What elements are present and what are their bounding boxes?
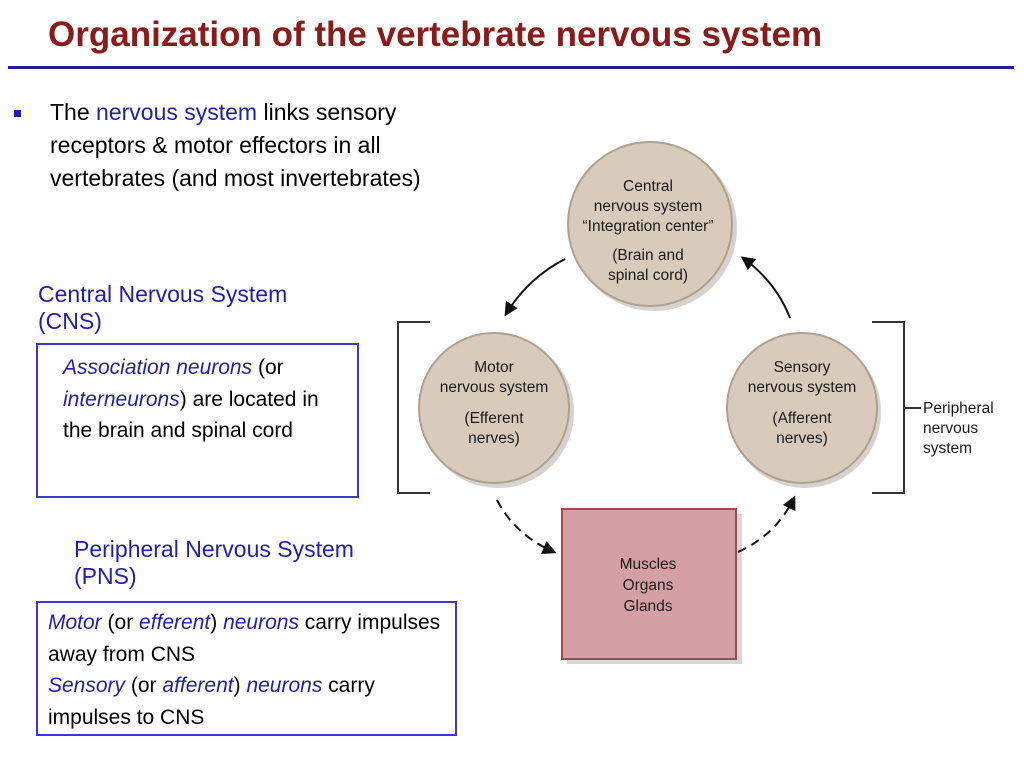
sensory-nervous-system-node [726, 332, 878, 484]
intro-bullet: The nervous system links sensory recepto… [50, 96, 450, 195]
motor-label-1: Motor [474, 359, 514, 376]
central-label-2: nervous system [594, 198, 703, 215]
central-to-motor-arrow [504, 258, 566, 317]
sensory-label-4: nerves) [776, 430, 828, 447]
pns-carry1: carry impulses away from CNS [48, 611, 441, 666]
effectors-to-sensory-arrow [737, 495, 796, 553]
page-title: Organization of the vertebrate nervous s… [48, 15, 823, 54]
cns-text1: (or [252, 356, 284, 379]
peripheral-label-1: Peripheral [923, 400, 994, 417]
pns-heading: Peripheral Nervous System (PNS) [74, 536, 354, 589]
cns-text2: ) are located in the brain and spinal co… [63, 387, 319, 443]
pns-or2: (or [125, 674, 163, 697]
cns-box: Association neurons (or interneurons) ar… [36, 343, 359, 498]
effectors-label-1: Muscles [620, 556, 677, 573]
title-divider [8, 66, 1014, 69]
motor-nervous-system-node [418, 332, 570, 484]
central-label-4: (Brain and [612, 247, 684, 264]
effectors-label-2: Organs [623, 577, 674, 594]
pns-sensory-line: Sensory (or afferent) neurons carry impu… [48, 670, 449, 733]
motor-label-3: (Efferent [464, 410, 524, 427]
effectors-box [561, 508, 737, 660]
pns-motor: Motor [48, 611, 102, 634]
pns-sensory: Sensory [48, 674, 126, 697]
pns-efferent: efferent [139, 611, 211, 634]
pns-heading-line2: (PNS) [74, 562, 137, 589]
motor-to-effectors-arrow [496, 499, 557, 554]
cns-association-neurons: Association neurons [63, 356, 253, 379]
pns-heading-line1: Peripheral Nervous System [74, 536, 354, 562]
central-label-5: spinal cord) [608, 267, 688, 284]
bullet-highlight: nervous system [96, 99, 258, 125]
pns-neurons1: neurons [223, 611, 299, 634]
bullet-marker [14, 110, 21, 117]
sensory-to-central-arrow [740, 256, 791, 319]
pns-neurons2: neurons [246, 674, 323, 697]
sensory-label-3: (Afferent [772, 410, 832, 427]
pns-close2: ) [233, 674, 247, 697]
pns-box: Motor (or efferent) neurons carry impuls… [36, 601, 457, 736]
central-label-3: “Integration center” [583, 218, 714, 235]
motor-label-2: nervous system [440, 379, 549, 396]
pns-or1: (or [101, 611, 140, 634]
sensory-label-1: Sensory [774, 359, 831, 376]
sensory-label-2: nervous system [748, 379, 857, 396]
pns-carry2: carry impulses to CNS [48, 674, 375, 729]
motor-label-4: nerves) [468, 430, 520, 447]
peripheral-label-3: system [923, 440, 972, 457]
motor-bracket [397, 321, 430, 494]
cns-heading-line2: (CNS) [38, 307, 102, 334]
cns-heading-line1: Central Nervous System [38, 281, 288, 307]
bullet-post: links sensory receptors & motor effector… [50, 99, 421, 192]
bullet-pre: The [50, 99, 97, 125]
effectors-label-3: Glands [623, 598, 672, 615]
cns-interneurons: interneurons [63, 387, 180, 411]
central-label-1: Central [623, 178, 673, 195]
cns-heading: Central Nervous System (CNS) [38, 281, 287, 334]
peripheral-label-2: nervous [923, 420, 978, 437]
pns-close1: ) [210, 611, 224, 634]
central-nervous-system-node [567, 141, 733, 307]
pns-motor-line: Motor (or efferent) neurons carry impuls… [48, 607, 449, 670]
pns-afferent: afferent [162, 674, 234, 697]
